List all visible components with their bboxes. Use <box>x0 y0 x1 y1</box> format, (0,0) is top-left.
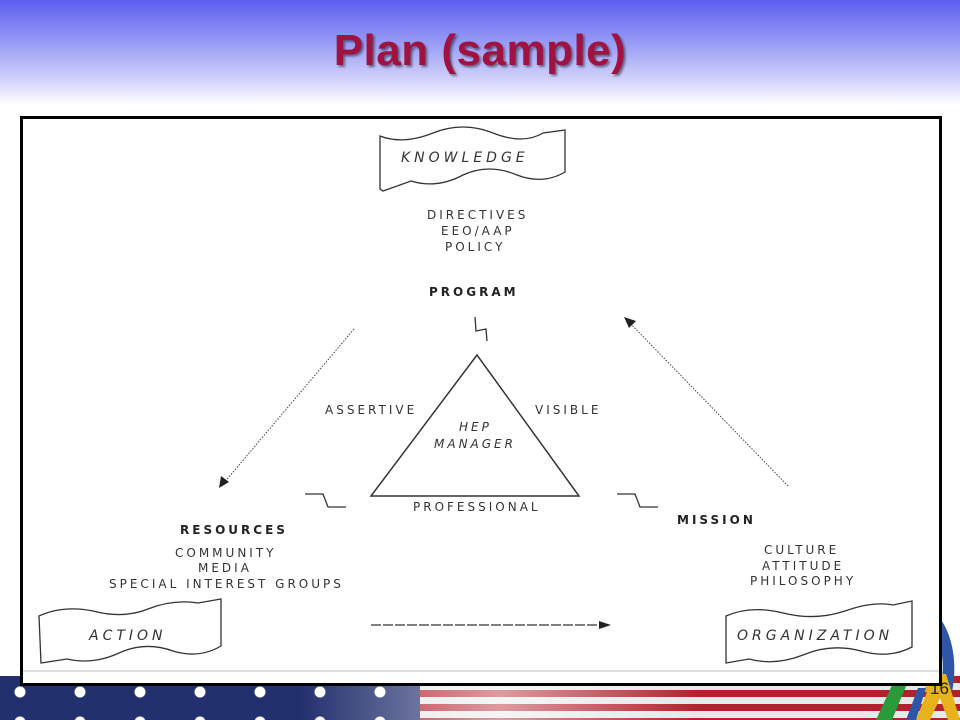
knowledge-item-eeo-aap: EEO/AAP <box>441 224 515 238</box>
resources-item-special-interest: SPECIAL INTEREST GROUPS <box>109 577 344 591</box>
knowledge-item-directives: DIRECTIVES <box>427 208 528 222</box>
triangle-label-assertive: ASSERTIVE <box>325 403 417 417</box>
action-banner: ACTION <box>38 598 222 664</box>
zigzag-mission <box>617 493 658 508</box>
knowledge-banner-text: KNOWLEDGE <box>401 150 529 166</box>
mission-item-culture: CULTURE <box>764 543 839 557</box>
resources-heading: RESOURCES <box>180 523 288 537</box>
mission-item-philosophy: PHILOSOPHY <box>750 574 856 588</box>
slide-title: Plan (sample) <box>333 26 627 75</box>
mission-item-attitude: ATTITUDE <box>762 559 844 573</box>
triangle-center-manager: MANAGER <box>434 437 516 451</box>
mission-heading: MISSION <box>677 513 756 527</box>
resources-item-community: COMMUNITY <box>175 546 277 560</box>
knowledge-banner: KNOWLEDGE <box>379 126 566 192</box>
diagram-frame: KNOWLEDGE DIRECTIVES EEO/AAP POLICY PROG… <box>20 116 942 686</box>
zigzag-resources <box>305 493 346 508</box>
organization-banner-text: ORGANIZATION <box>737 628 893 644</box>
action-banner-text: ACTION <box>88 628 167 644</box>
knowledge-item-policy: POLICY <box>445 240 505 254</box>
resources-item-media: MEDIA <box>198 561 252 575</box>
program-label: PROGRAM <box>429 285 519 299</box>
triangle-label-visible: VISIBLE <box>535 403 601 417</box>
arrow-program-to-resources <box>219 328 355 488</box>
triangle-center-hep: HEP <box>459 420 492 434</box>
arrow-action-to-organization <box>371 621 611 629</box>
triangle-label-professional: PROFESSIONAL <box>413 500 541 514</box>
diagram-canvas: KNOWLEDGE DIRECTIVES EEO/AAP POLICY PROG… <box>23 126 939 672</box>
header-banner <box>0 0 960 105</box>
arrow-mission-to-program <box>624 317 789 487</box>
organization-banner: ORGANIZATION <box>725 600 913 664</box>
zigzag-program <box>474 316 488 342</box>
hep-manager-triangle <box>369 353 581 497</box>
